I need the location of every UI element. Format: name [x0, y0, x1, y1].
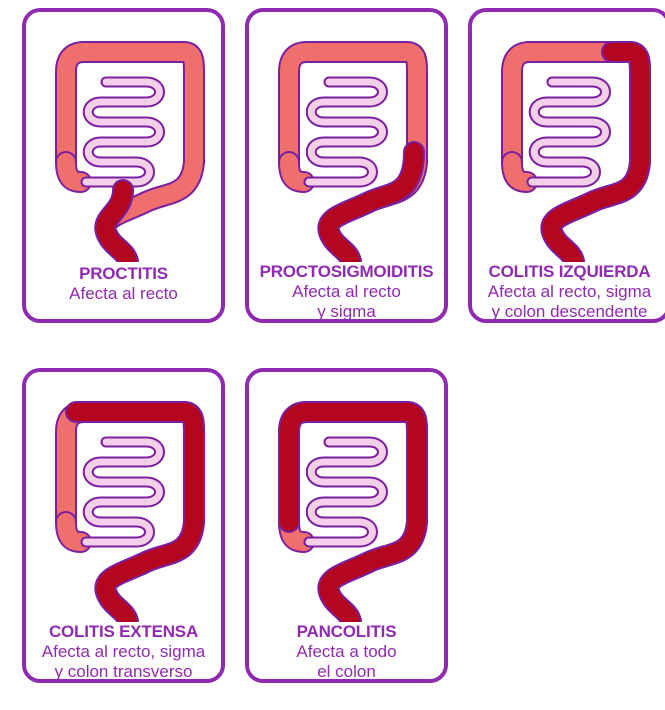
card-description-line1: Afecta al recto — [26, 284, 221, 304]
card-description-line1: Afecta al recto, sigma — [26, 642, 221, 662]
card-title: COLITIS IZQUIERDA — [472, 262, 665, 282]
colon-diagram-proctitis — [26, 12, 221, 262]
card-title: COLITIS EXTENSA — [26, 622, 221, 642]
colon-diagram-colitis-izquierda — [472, 12, 665, 262]
card-description-line2: el colon — [249, 662, 444, 682]
card-description-line1: Afecta al recto — [249, 282, 444, 302]
card-description-line1: Afecta al recto, sigma — [472, 282, 665, 302]
colon-diagram-colitis-extensa — [26, 372, 221, 622]
card-title: PROCTOSIGMOIDITIS — [249, 262, 444, 282]
caption: PROCTITIS Afecta al recto — [26, 264, 221, 304]
card-title: PANCOLITIS — [249, 622, 444, 642]
card-colitis-izquierda: COLITIS IZQUIERDA Afecta al recto, sigma… — [468, 8, 665, 323]
card-colitis-extensa: COLITIS EXTENSA Afecta al recto, sigma y… — [22, 368, 225, 683]
colon-diagram-proctosigmoiditis — [249, 12, 444, 262]
card-pancolitis: PANCOLITIS Afecta a todo el colon — [245, 368, 448, 683]
card-title: PROCTITIS — [26, 264, 221, 284]
colon-diagram-pancolitis — [249, 372, 444, 622]
card-proctitis: PROCTITIS Afecta al recto — [22, 8, 225, 323]
caption: PROCTOSIGMOIDITIS Afecta al recto y sigm… — [249, 262, 444, 322]
card-proctosigmoiditis: PROCTOSIGMOIDITIS Afecta al recto y sigm… — [245, 8, 448, 323]
caption: PANCOLITIS Afecta a todo el colon — [249, 622, 444, 682]
card-description-line2: y colon transverso — [26, 662, 221, 682]
card-description-line1: Afecta a todo — [249, 642, 444, 662]
caption: COLITIS EXTENSA Afecta al recto, sigma y… — [26, 622, 221, 682]
card-description-line2: y sigma — [249, 302, 444, 322]
caption: COLITIS IZQUIERDA Afecta al recto, sigma… — [472, 262, 665, 322]
card-description-line2: y colon descendente — [472, 302, 665, 322]
